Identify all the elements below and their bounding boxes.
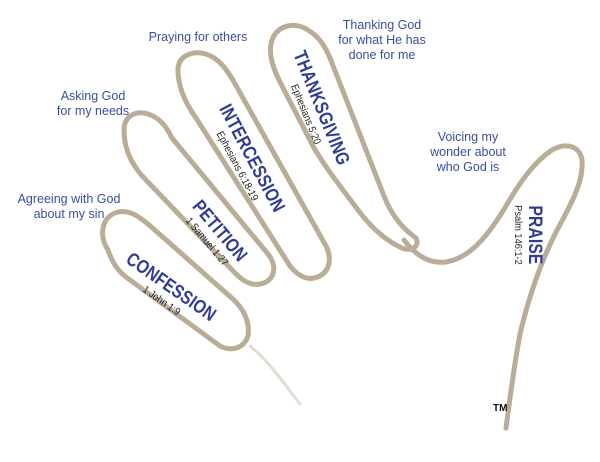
caption-intercession: Praying for others <box>138 30 258 45</box>
caption-line: for what He has <box>338 33 426 47</box>
caption-confession: Agreeing with God about my sin <box>10 192 128 222</box>
caption-line: who God is <box>436 160 500 174</box>
praise-label: PRAISE <box>524 205 545 265</box>
caption-line: Agreeing with God <box>17 192 121 206</box>
caption-praise: Voicing my wonder about who God is <box>416 130 520 175</box>
finger-confession <box>100 209 251 352</box>
caption-line: about my sin <box>33 207 105 221</box>
caption-line: done for me <box>348 48 416 62</box>
palm-edge <box>248 344 302 406</box>
hand-shape <box>160 240 520 456</box>
caption-line: Praying for others <box>148 30 248 44</box>
caption-line: wonder about <box>430 145 506 159</box>
caption-petition: Asking God for my needs <box>48 89 138 119</box>
caption-line: for my needs <box>56 104 130 118</box>
caption-line: Asking God <box>60 89 126 103</box>
finger-praise <box>401 143 585 431</box>
trademark-mark: TM <box>493 403 508 414</box>
finger-intercession <box>175 50 332 281</box>
praise-reference: Psalm 146:1-2 <box>512 205 524 265</box>
caption-line: Voicing my <box>437 130 499 144</box>
caption-line: Thanking God <box>342 18 422 32</box>
caption-thanksgiving: Thanking God for what He has done for me <box>330 18 434 63</box>
finger-petition <box>121 110 277 287</box>
praise-label-group: PRAISE Psalm 146:1-2 <box>512 199 545 271</box>
